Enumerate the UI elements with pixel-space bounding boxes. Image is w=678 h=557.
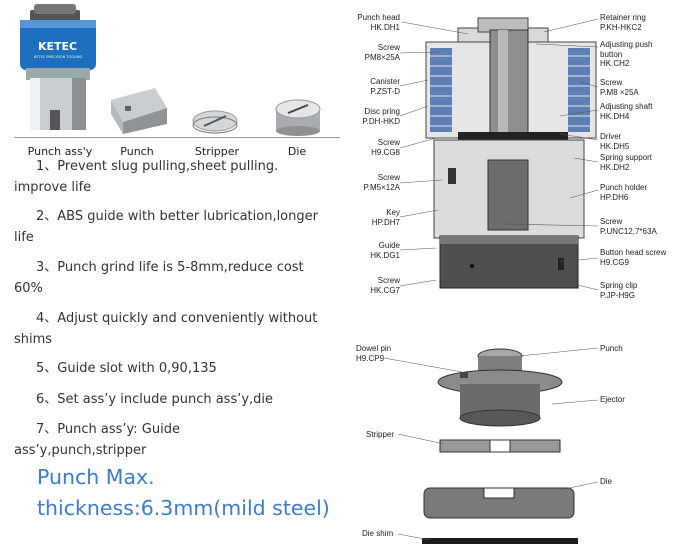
punch-illustration [111, 88, 167, 134]
feature-number: 6、 [36, 392, 58, 407]
stripper-illustration [192, 110, 238, 134]
caption-punch: Punch [120, 145, 154, 158]
max-thickness-line-1: Punch Max. [37, 465, 155, 489]
feature-text: Punch grind life is 5-8mm,reduce cost [57, 260, 304, 275]
feature-7: 7、Punch ass’y: Guide ass’y,punch,strippe… [14, 419, 344, 461]
brand-logo: KETEC [38, 40, 78, 53]
feature-number: 4、 [36, 311, 58, 326]
label-stripper: Stripper [366, 430, 395, 439]
feature-continuation: 60% [14, 281, 43, 296]
punch-assembly-illustration [20, 4, 96, 130]
feature-number: 3、 [36, 260, 58, 275]
feature-text: Guide slot with 0,90,135 [57, 361, 217, 376]
feature-text: Punch ass’y: Guide [57, 422, 180, 437]
caption-die: Die [287, 145, 307, 158]
feature-text: Set ass’y include punch ass’y,die [57, 392, 274, 407]
label-punch: Punch [600, 344, 623, 353]
feature-text: Adjust quickly and conveniently without [57, 311, 318, 326]
caption-punch-assy: Punch ass'y [27, 145, 93, 158]
feature-3: 3、Punch grind life is 5-8mm,reduce cost … [14, 257, 344, 299]
feature-4: 4、Adjust quickly and conveniently withou… [14, 308, 344, 350]
feature-1: 1、Prevent slug pulling,sheet pulling. im… [14, 156, 344, 198]
feature-number: 7、 [36, 422, 58, 437]
assembly-cross-section [425, 17, 597, 289]
feature-5: 5、Guide slot with 0,90,135 [14, 358, 344, 379]
feature-number: 5、 [36, 361, 58, 376]
feature-continuation: shims [14, 332, 53, 347]
caption-stripper: Stripper [194, 145, 240, 158]
feature-continuation: life [14, 230, 34, 245]
die-illustration [275, 99, 321, 136]
label-ejector: Ejector [600, 395, 625, 404]
feature-number: 1、 [36, 159, 58, 174]
feature-number: 2、 [36, 209, 58, 224]
label-die: Die [600, 477, 613, 486]
caption-divider [14, 137, 340, 138]
lower-tooling-exploded-view [422, 348, 578, 544]
feature-2: 2、ABS guide with better lubrication,long… [14, 206, 344, 248]
brand-subtitle: KETEC PRECISION TOOLING [34, 55, 83, 59]
feature-6: 6、Set ass’y include punch ass’y,die [14, 389, 344, 410]
feature-continuation: ass’y,punch,stripper [14, 443, 147, 458]
label-die-shim: Die shim [362, 529, 394, 538]
feature-continuation: improve life [14, 180, 92, 195]
feature-text: Prevent slug pulling,sheet pulling. [57, 159, 279, 174]
feature-text: ABS guide with better lubrication,longer [57, 209, 318, 224]
max-thickness-line-2: thickness:6.3mm(mild steel) [37, 496, 330, 520]
